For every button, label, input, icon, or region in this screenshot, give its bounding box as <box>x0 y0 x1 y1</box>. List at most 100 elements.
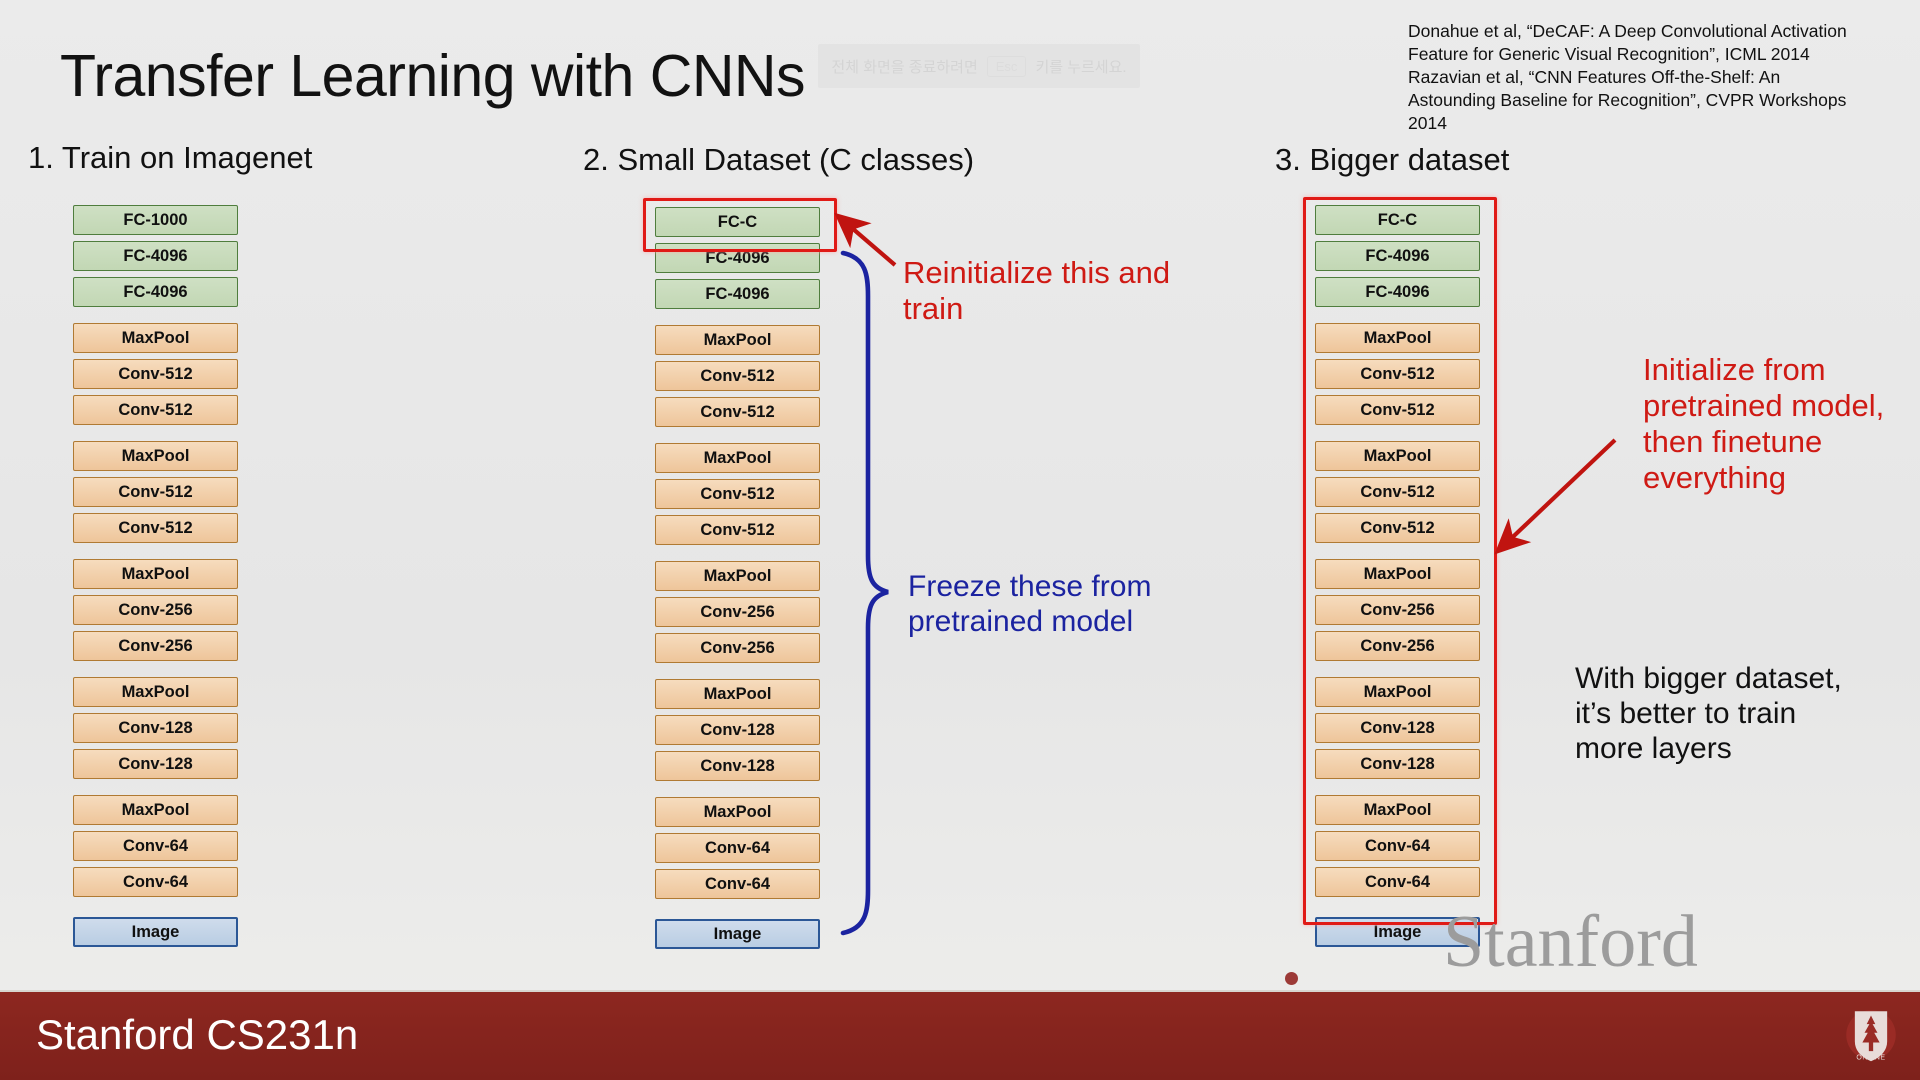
layer-block-conv-512: Conv-512 <box>655 361 820 391</box>
layer-block-fc-4096: FC-4096 <box>1315 277 1480 307</box>
layer-block-fc-4096: FC-4096 <box>73 241 238 271</box>
citation-line: Astounding Baseline for Recognition”, CV… <box>1408 90 1847 111</box>
svg-text:ONLINE: ONLINE <box>1856 1055 1885 1062</box>
layer-block-maxpool: MaxPool <box>73 559 238 589</box>
layer-block-fc-4096: FC-4096 <box>655 279 820 309</box>
stack-gap <box>1315 431 1480 441</box>
stack-gap <box>73 549 238 559</box>
layer-block-conv-256: Conv-256 <box>73 595 238 625</box>
annotation-bigger-dataset: With bigger dataset, it’s better to trai… <box>1575 662 1842 765</box>
stack-gap <box>1315 313 1480 323</box>
fullscreen-exit-hint: 전체 화면을 종료하려면 Esc 키를 누르세요. <box>818 44 1140 88</box>
layer-block-maxpool: MaxPool <box>1315 677 1480 707</box>
layer-block-conv-512: Conv-512 <box>73 477 238 507</box>
esc-key-badge: Esc <box>986 55 1027 77</box>
layer-block-maxpool: MaxPool <box>73 441 238 471</box>
layer-block-conv-512: Conv-512 <box>73 359 238 389</box>
layer-block-maxpool: MaxPool <box>655 561 820 591</box>
layer-block-maxpool: MaxPool <box>655 325 820 355</box>
layer-block-conv-256: Conv-256 <box>1315 595 1480 625</box>
layer-block-conv-128: Conv-128 <box>73 713 238 743</box>
stanford-watermark: Stanford <box>1443 901 1698 983</box>
column-heading-small-dataset: 2. Small Dataset (C classes) <box>583 142 975 177</box>
layer-block-conv-128: Conv-128 <box>73 749 238 779</box>
stack-gap <box>655 669 820 679</box>
layer-block-conv-64: Conv-64 <box>1315 867 1480 897</box>
cursor-dot <box>1285 972 1298 985</box>
layer-block-maxpool: MaxPool <box>1315 323 1480 353</box>
layer-block-conv-128: Conv-128 <box>655 715 820 745</box>
layer-block-maxpool: MaxPool <box>73 677 238 707</box>
layer-block-conv-512: Conv-512 <box>1315 395 1480 425</box>
layer-block-fc-c: FC-C <box>1315 205 1480 235</box>
layer-block-fc-1000: FC-1000 <box>73 205 238 235</box>
stanford-online-logo-icon: ONLINE <box>1846 1010 1896 1062</box>
layer-block-conv-64: Conv-64 <box>655 833 820 863</box>
layer-block-conv-512: Conv-512 <box>73 513 238 543</box>
layer-block-conv-512: Conv-512 <box>1315 513 1480 543</box>
layer-block-maxpool: MaxPool <box>655 679 820 709</box>
layer-block-maxpool: MaxPool <box>1315 441 1480 471</box>
layer-block-fc-4096: FC-4096 <box>655 243 820 273</box>
layer-block-conv-512: Conv-512 <box>655 479 820 509</box>
annotation-freeze: Freeze these from pretrained model <box>908 570 1152 638</box>
layer-block-conv-256: Conv-256 <box>73 631 238 661</box>
layer-block-maxpool: MaxPool <box>73 795 238 825</box>
column-heading-train-on-imagenet: 1. Train on Imagenet <box>28 140 313 175</box>
layer-block-conv-64: Conv-64 <box>655 869 820 899</box>
stack-gap <box>655 433 820 443</box>
stack-gap <box>655 315 820 325</box>
layer-block-fc-4096: FC-4096 <box>73 277 238 307</box>
stack-gap <box>655 551 820 561</box>
layer-block-conv-256: Conv-256 <box>1315 631 1480 661</box>
layer-block-image: Image <box>655 919 820 949</box>
fullscreen-hint-suffix: 키를 누르세요. <box>1035 58 1127 76</box>
brace-freeze-layers <box>840 250 889 936</box>
layer-block-image: Image <box>73 917 238 947</box>
stack-gap <box>1315 549 1480 559</box>
stack-gap <box>73 903 238 917</box>
layer-block-conv-64: Conv-64 <box>73 867 238 897</box>
citation-line: Feature for Generic Visual Recognition”,… <box>1408 44 1810 65</box>
layer-block-maxpool: MaxPool <box>655 797 820 827</box>
citation-block: Donahue et al, “DeCAF: A Deep Convolutio… <box>1408 20 1908 135</box>
annotation-initialize-finetune: Initialize from pretrained model, then f… <box>1643 352 1885 495</box>
layer-block-conv-128: Conv-128 <box>1315 749 1480 779</box>
layer-block-maxpool: MaxPool <box>655 443 820 473</box>
stack-gap <box>73 313 238 323</box>
layer-block-conv-256: Conv-256 <box>655 633 820 663</box>
stack-gap <box>73 431 238 441</box>
annotation-reinitialize: Reinitialize this and train <box>903 255 1171 326</box>
layer-block-conv-64: Conv-64 <box>73 831 238 861</box>
stack-gap <box>73 785 238 795</box>
stack-gap <box>1315 667 1480 677</box>
layer-block-conv-64: Conv-64 <box>1315 831 1480 861</box>
stack-gap <box>73 667 238 677</box>
arrow-to-fc-c <box>834 212 897 267</box>
layer-block-conv-512: Conv-512 <box>1315 359 1480 389</box>
column-heading-bigger-dataset: 3. Bigger dataset <box>1275 142 1510 177</box>
layer-block-fc-4096: FC-4096 <box>1315 241 1480 271</box>
fullscreen-hint-prefix: 전체 화면을 종료하려면 <box>831 58 978 76</box>
layer-block-fc-c: FC-C <box>655 207 820 237</box>
stack-gap <box>655 905 820 919</box>
stack-gap <box>655 787 820 797</box>
layer-block-conv-512: Conv-512 <box>655 397 820 427</box>
layer-block-conv-256: Conv-256 <box>655 597 820 627</box>
citation-line: Donahue et al, “DeCAF: A Deep Convolutio… <box>1408 21 1847 41</box>
footer-title: Stanford CS231n <box>36 1011 359 1058</box>
layer-block-conv-512: Conv-512 <box>73 395 238 425</box>
footer-bar: Stanford CS231n ONLINE <box>0 990 1920 1080</box>
layer-block-maxpool: MaxPool <box>1315 559 1480 589</box>
layer-block-conv-512: Conv-512 <box>1315 477 1480 507</box>
layer-block-maxpool: MaxPool <box>1315 795 1480 825</box>
layer-block-maxpool: MaxPool <box>73 323 238 353</box>
stack-gap <box>1315 785 1480 795</box>
citation-line: Razavian et al, “CNN Features Off-the-Sh… <box>1408 67 1781 88</box>
layer-block-conv-128: Conv-128 <box>1315 713 1480 743</box>
arrow-to-bigger-stack <box>1494 438 1617 555</box>
